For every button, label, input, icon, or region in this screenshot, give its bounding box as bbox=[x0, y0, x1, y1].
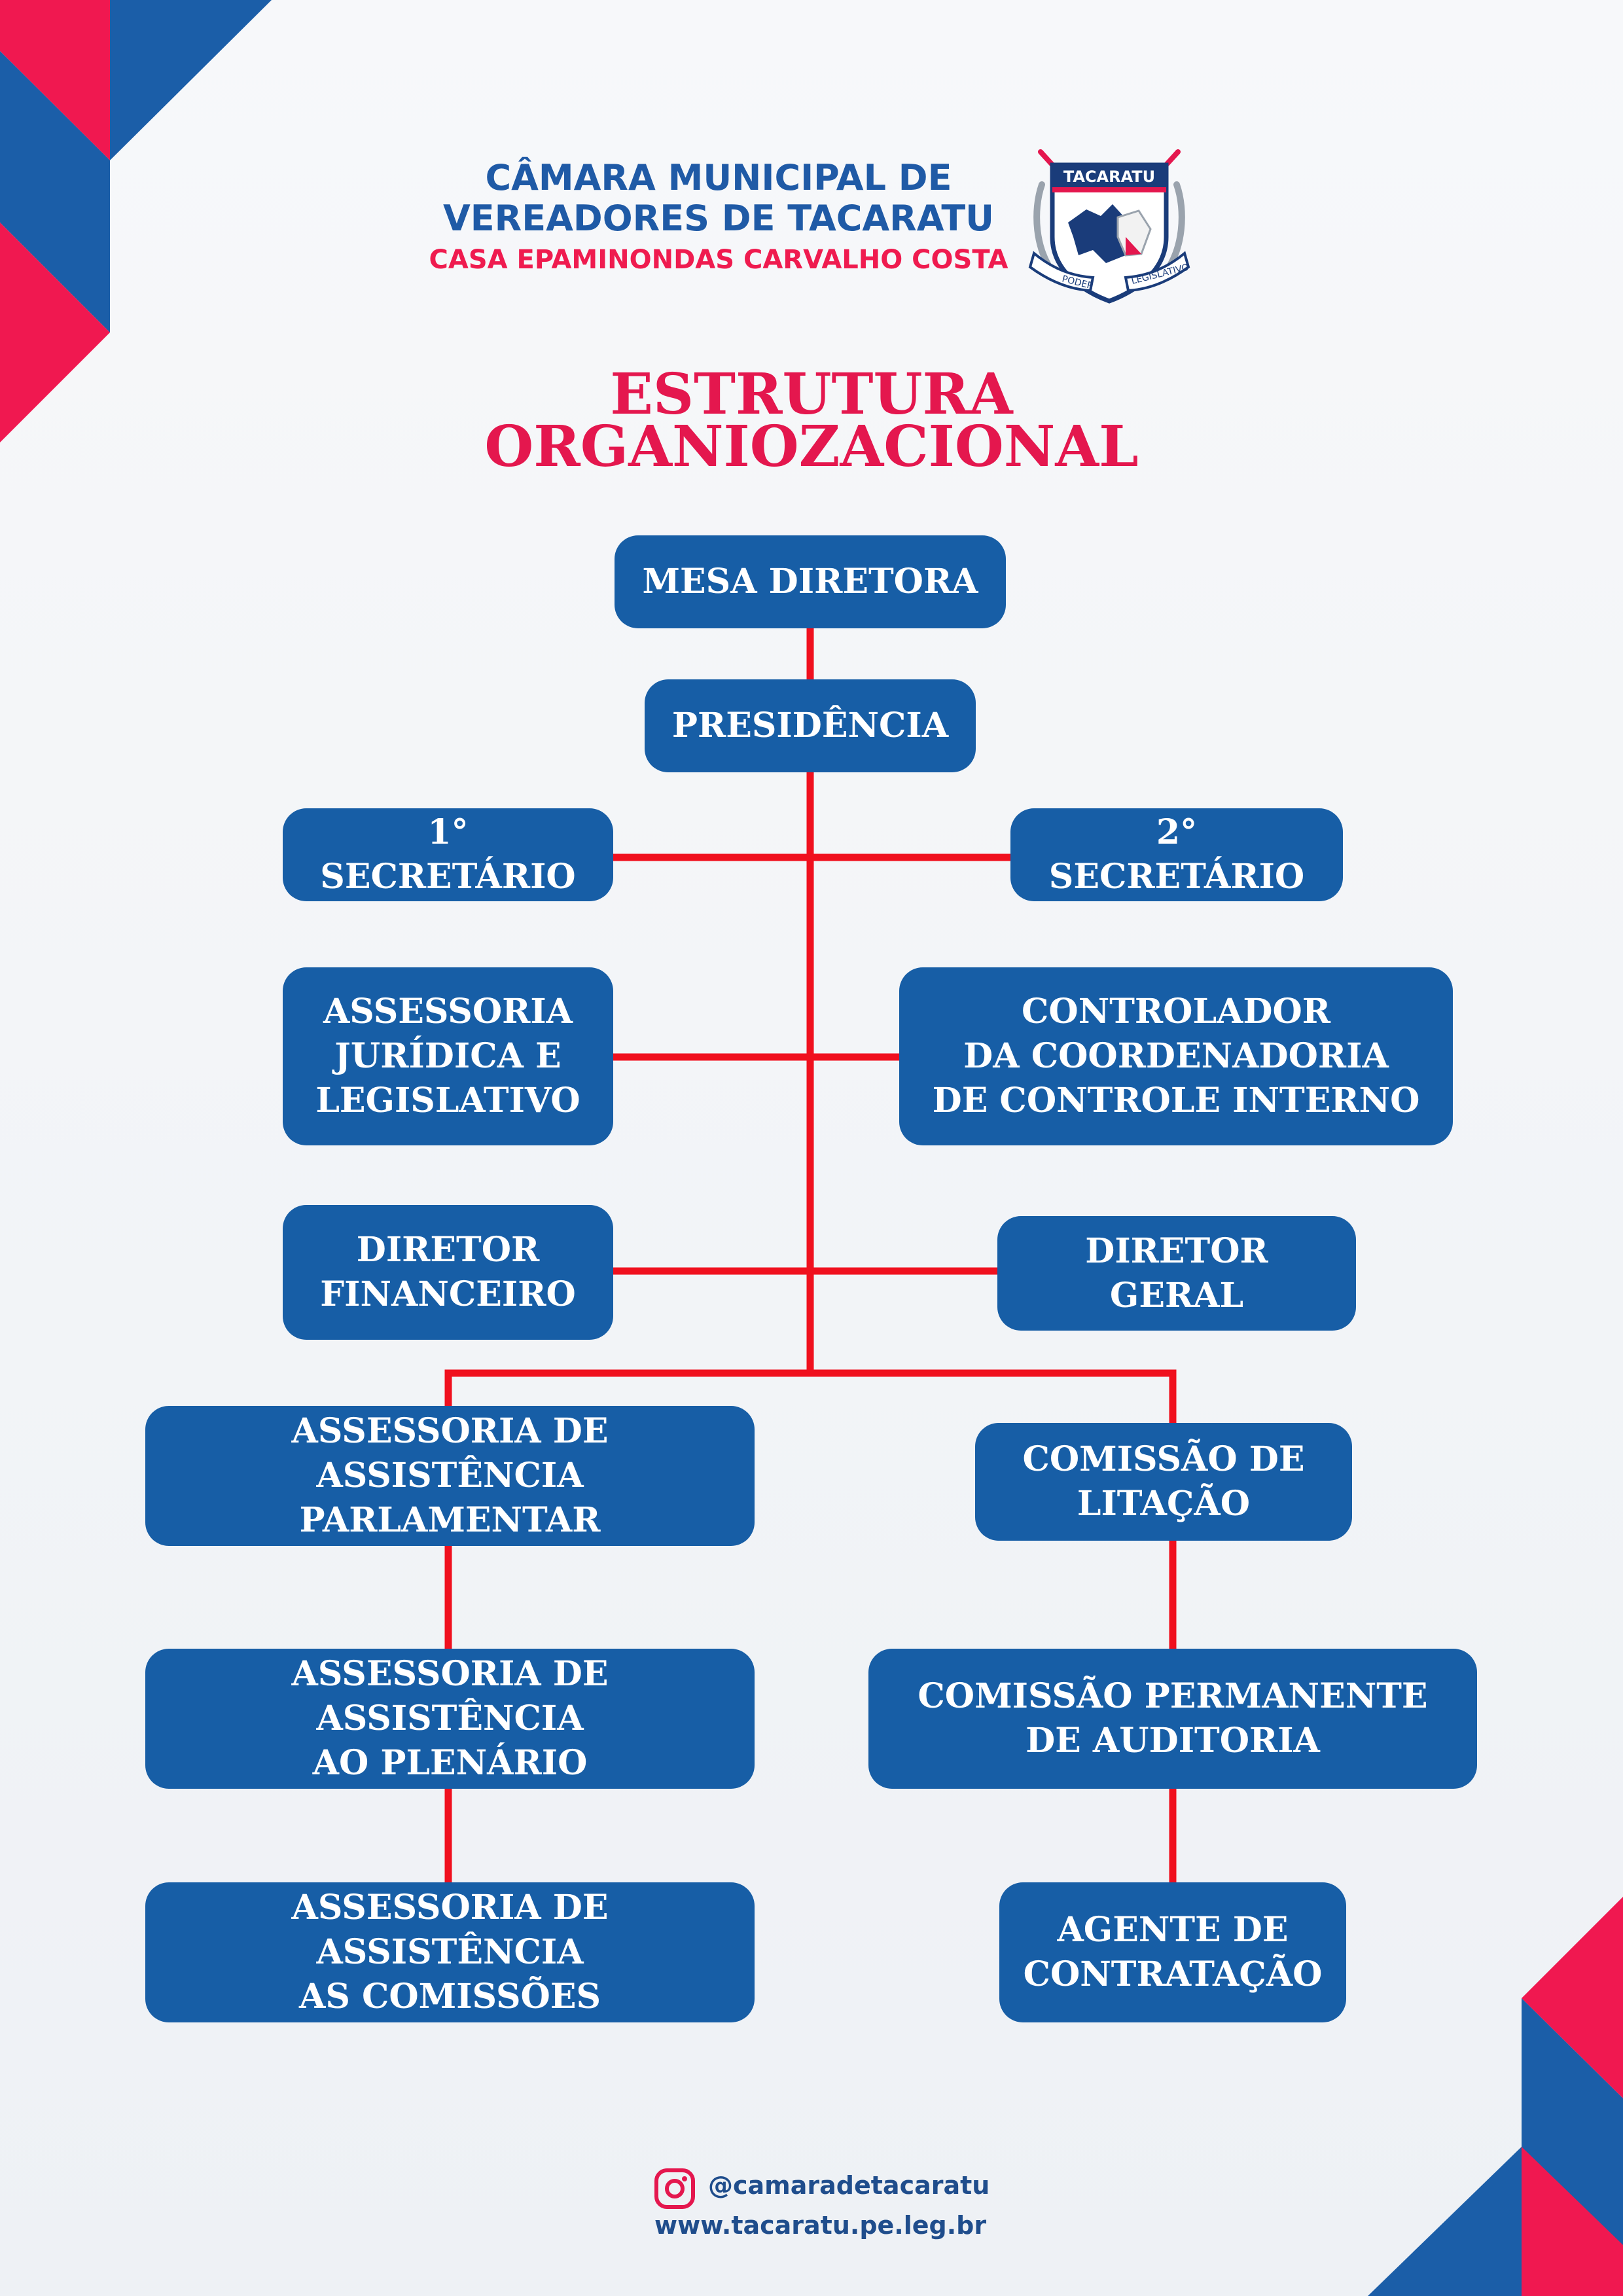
header-title-line2: VEREADORES DE TACARATU bbox=[442, 198, 995, 239]
box-diretor-geral: DIRETOR GERAL bbox=[997, 1216, 1356, 1331]
corner-decoration-bottom-right bbox=[1368, 1897, 1623, 2296]
box-assessoria-parlamentar: ASSESSORIA DE ASSISTÊNCIA PARLAMENTAR bbox=[145, 1406, 755, 1546]
box-assessoria-comissoes: ASSESSORIA DE ASSISTÊNCIA AS COMISSÕES bbox=[145, 1882, 755, 2022]
page-title-line2: ORGANIOZACIONAL bbox=[484, 414, 1139, 480]
box-agente-contratacao: AGENTE DE CONTRATAÇÃO bbox=[999, 1882, 1346, 2022]
box-assessoria-juridica: ASSESSORIA JURÍDICA E LEGISLATIVO bbox=[283, 967, 613, 1145]
header-subtitle: CASA EPAMINONDAS CARVALHO COSTA bbox=[429, 245, 1008, 275]
box-1-secretario: 1° SECRETÁRIO bbox=[283, 808, 613, 901]
footer-instagram[interactable]: @camaradetacaratu bbox=[654, 2168, 1047, 2210]
emblem-top-text: TACARATU bbox=[1063, 168, 1155, 186]
box-assessoria-plenario: ASSESSORIA DE ASSISTÊNCIA AO PLENÁRIO bbox=[145, 1649, 755, 1789]
website-link[interactable]: www.tacaratu.pe.leg.br bbox=[654, 2211, 987, 2240]
page-title-line1: ESTRUTURA bbox=[610, 361, 1013, 427]
header-title-line1: CÂMARA MUNICIPAL DE bbox=[485, 157, 952, 198]
instagram-icon bbox=[654, 2168, 695, 2209]
box-mesa-diretora: MESA DIRETORA bbox=[615, 535, 1006, 628]
box-controlador: CONTROLADOR DA COORDENADORIA DE CONTROLE… bbox=[899, 967, 1453, 1145]
box-diretor-financeiro: DIRETOR FINANCEIRO bbox=[283, 1205, 613, 1340]
box-comissao-licitacao: COMISSÃO DE LITAÇÃO bbox=[975, 1423, 1352, 1541]
municipal-emblem-logo: TACARATU PODER LEGISLATIVO bbox=[1028, 149, 1190, 304]
box-presidencia: PRESIDÊNCIA bbox=[645, 679, 976, 772]
corner-decoration-top-left bbox=[0, 0, 272, 442]
box-2-secretario: 2° SECRETÁRIO bbox=[1010, 808, 1343, 901]
instagram-handle[interactable]: @camaradetacaratu bbox=[708, 2171, 990, 2200]
box-comissao-auditoria: COMISSÃO PERMANENTE DE AUDITORIA bbox=[868, 1649, 1477, 1789]
